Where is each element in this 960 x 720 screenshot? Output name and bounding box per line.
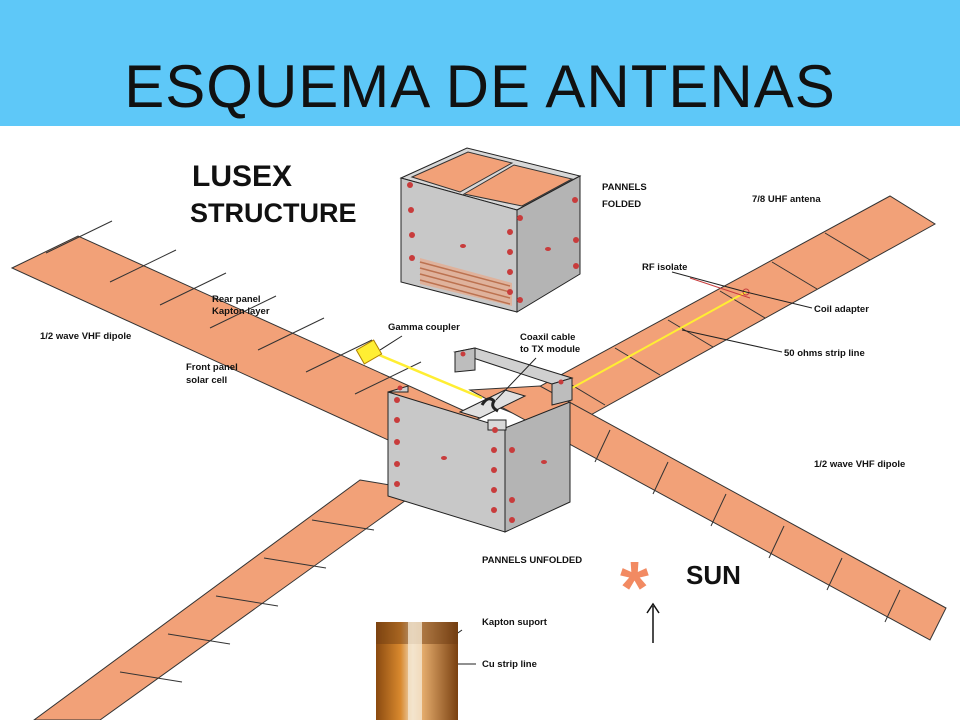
label-pannels-folded-2: FOLDED: [602, 199, 641, 210]
label-sun: SUN: [686, 560, 741, 590]
label-pannels-folded-1: PANNELS: [602, 182, 647, 193]
right-dipole-arm: [468, 385, 947, 641]
heading-lusex: LUSEX: [192, 160, 292, 193]
label-cu-strip: Cu strip line: [482, 659, 537, 670]
sun-asterisk-icon: *: [620, 546, 649, 629]
left-dipole-arm: [10, 220, 482, 451]
folded-satellite: [399, 147, 582, 313]
heading-structure: STRUCTURE: [190, 198, 357, 228]
bottom-dipole-arm: [33, 479, 422, 720]
title-banner: ESQUEMA DE ANTENAS: [0, 0, 960, 126]
label-kapton-suport: Kapton suport: [482, 617, 548, 628]
label-rear-panel-2: Kapton layer: [212, 306, 270, 317]
unfolded-satellite: [387, 347, 574, 533]
label-front-panel-2: solar cell: [186, 375, 227, 386]
kapton-photo: [376, 622, 458, 720]
page-title: ESQUEMA DE ANTENAS: [124, 53, 836, 120]
label-coil-adapter: Coil adapter: [814, 304, 869, 315]
label-coaxil-1: Coaxil cable: [520, 332, 575, 343]
label-front-panel-1: Front panel: [186, 362, 238, 373]
strip-lines: [355, 288, 750, 400]
label-uhf-antenna: 7/8 UHF antena: [752, 194, 821, 205]
label-rear-panel-1: Rear panel: [212, 294, 261, 305]
label-rf-isolate: RF isolate: [642, 262, 687, 273]
sun-symbol: * SUN: [620, 546, 741, 643]
label-strip-line: 50 ohms strip line: [784, 348, 865, 359]
satellite-diagram: LUSEX STRUCTURE: [10, 147, 947, 720]
label-vhf-dipole-left: 1/2 wave VHF dipole: [40, 331, 131, 342]
label-coaxil-2: to TX module: [520, 344, 580, 355]
label-gamma-coupler: Gamma coupler: [388, 322, 460, 333]
label-pannels-unfolded: PANNELS UNFOLDED: [482, 555, 582, 566]
label-vhf-dipole-right: 1/2 wave VHF dipole: [814, 459, 905, 470]
